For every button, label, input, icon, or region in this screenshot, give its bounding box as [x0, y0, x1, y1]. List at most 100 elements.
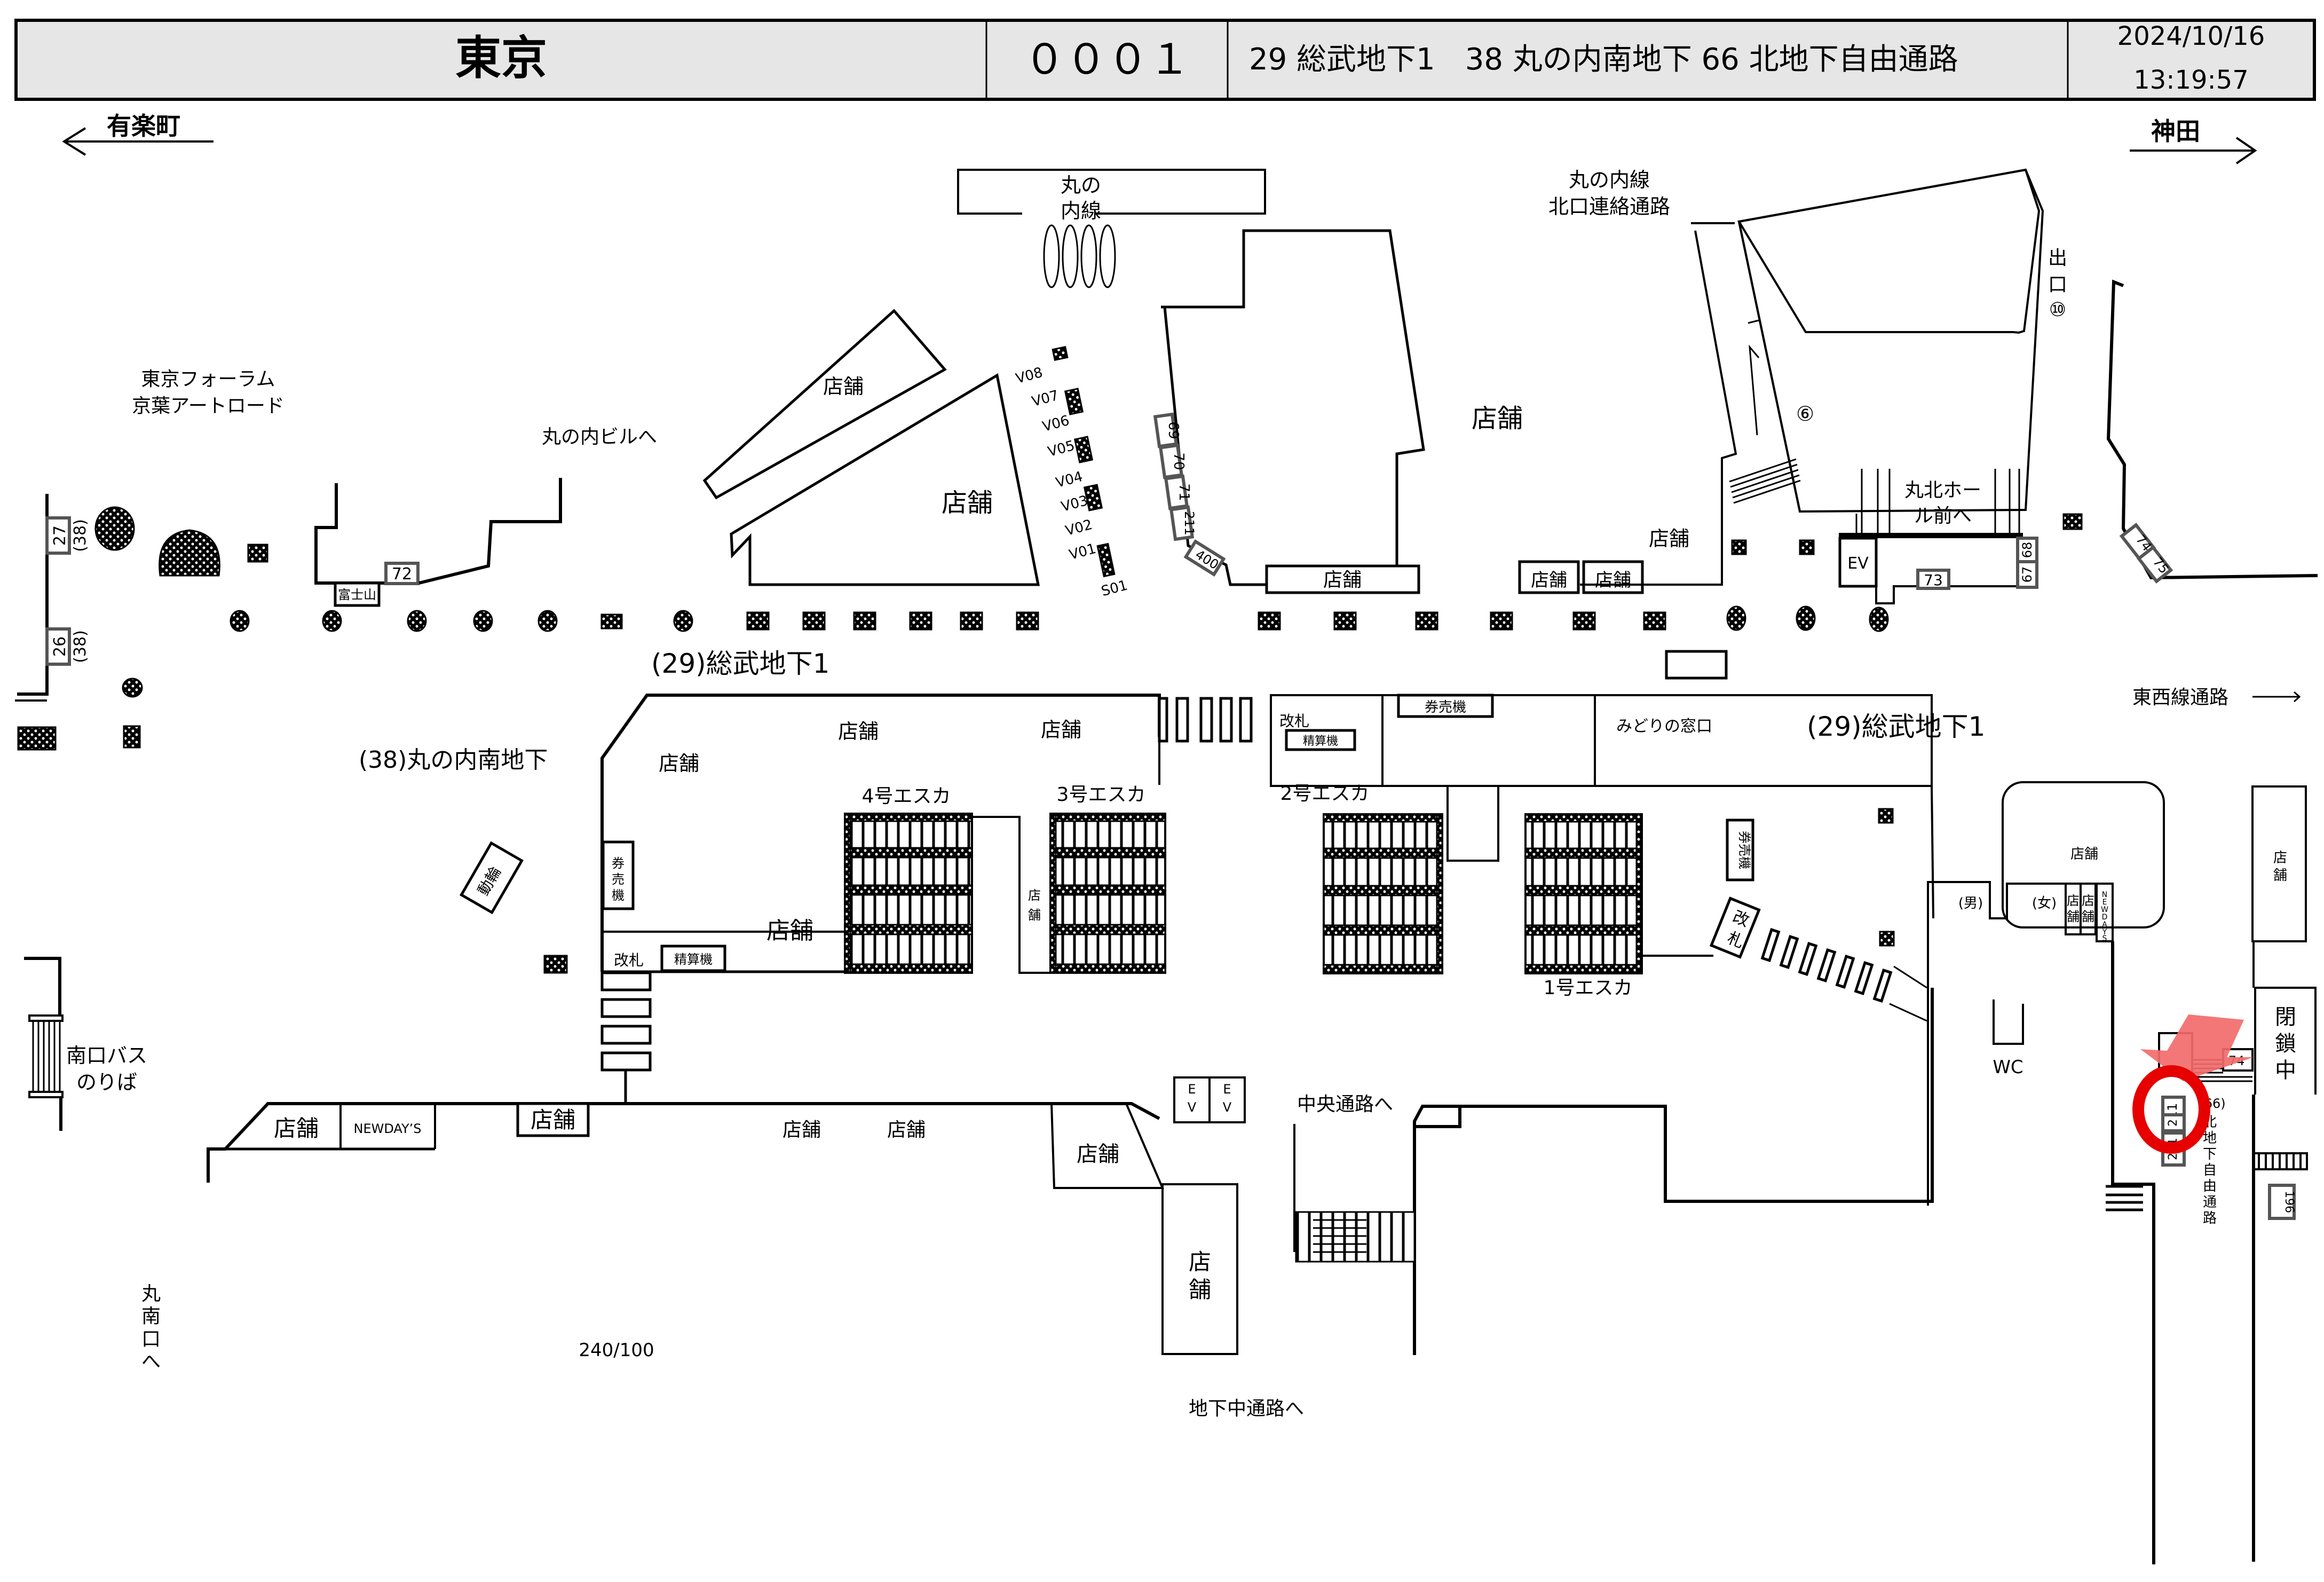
- ad-number-68: 68: [2020, 542, 2035, 558]
- stairs-south-free-passage: [2106, 1185, 2143, 1211]
- closed-label: 鎖: [2275, 1032, 2296, 1056]
- vending-label-v06: V06: [1041, 413, 1071, 435]
- shop-angled-1: [702, 309, 947, 500]
- ev-label: E: [1188, 1082, 1196, 1097]
- ticket-machine-label: 券売機: [1737, 831, 1752, 869]
- vending-label-v02: V02: [1064, 517, 1094, 539]
- shop-label: 舗: [2273, 868, 2287, 884]
- newdays-vertical-label: N E W D A Y S: [2101, 891, 2108, 943]
- newdays-letter: W: [2101, 906, 2108, 914]
- ad-numbers-angled: 69 70 71 211 400: [1153, 412, 1226, 577]
- fare-adjust-label: 精算機: [674, 952, 713, 967]
- vending-label-v07: V07: [1030, 388, 1061, 410]
- arrow-left-icon: [62, 127, 86, 156]
- exit-10-label-2: 口: [2048, 274, 2067, 296]
- fare-adjust-label: 精算機: [1303, 735, 1338, 748]
- maru-south-exit-label: 南: [141, 1305, 161, 1327]
- area-label-marunouchi-south: (38)丸の内南地下: [359, 746, 548, 774]
- central-passage-wall: [1413, 1105, 1461, 1355]
- shop-label: 舗: [2082, 909, 2094, 924]
- shop-label: 店: [2273, 850, 2287, 866]
- ad-number-26: 26: [51, 636, 69, 657]
- tozai-label: 東西線通路: [2132, 687, 2228, 709]
- ev-label: E: [1223, 1082, 1231, 1097]
- midori-window-label: みどりの窓口: [1616, 717, 1712, 736]
- round-pillar: [94, 506, 135, 551]
- escalator-4[interactable]: 4号エスカ: [844, 785, 973, 974]
- newdays-letter: Y: [2102, 928, 2107, 936]
- south-bus-stairs: 南口バス のりば: [24, 957, 147, 1131]
- gate-label: 改札: [614, 951, 644, 969]
- marunouchi-line-label-2: 内線: [1061, 199, 1101, 223]
- newdays-letter: E: [2102, 898, 2107, 907]
- newdays-letter: A: [2102, 920, 2107, 929]
- exit-10-label-3: ⑩: [2049, 299, 2066, 321]
- ad-number-70: 70: [1171, 452, 1187, 470]
- ad-number-38a: (38): [71, 519, 90, 552]
- vending-label-v01: V01: [1068, 541, 1098, 563]
- maru-south-exit-label: 口: [141, 1328, 161, 1350]
- wc-label: WC: [1993, 1057, 2023, 1078]
- marunouchi-line-platform: 丸の 内線: [957, 169, 1266, 288]
- escalator-4-label: 4号エスカ: [862, 785, 951, 807]
- direction-tozai: 東西線通路: [2132, 687, 2301, 709]
- wc-male-label: (男): [1958, 895, 1983, 911]
- escalator-3-label: 3号エスカ: [1057, 784, 1146, 806]
- ad-number-69: 69: [1165, 421, 1181, 439]
- ticket-gates-east[interactable]: 改 札: [1709, 896, 1927, 1022]
- shop-label: 店舗: [1531, 570, 1567, 591]
- tokyo-forum-label-2: 京葉アートロード: [132, 395, 284, 417]
- newdays-letter: N: [2102, 891, 2107, 899]
- vending-label-s01: S01: [1100, 577, 1129, 600]
- highlight-circle-icon: [2132, 1065, 2210, 1154]
- shop-label: 店舗: [2070, 846, 2098, 862]
- shop-label: 店: [2082, 893, 2094, 908]
- arrow-right-icon: [2293, 691, 2301, 703]
- area-label-sobu-1: (29)総武地下1: [651, 648, 829, 679]
- shop-label: 店: [1028, 888, 1041, 903]
- up-arrow-icon: [1749, 344, 1760, 436]
- escalator-3[interactable]: 3号エスカ: [1049, 784, 1166, 974]
- tokyo-forum-label-1: 東京フォーラム: [141, 368, 275, 390]
- shop-label: 店舗: [823, 375, 864, 398]
- arrow-right-icon: [2235, 137, 2257, 164]
- escalator-2[interactable]: [1323, 813, 1443, 974]
- shop-label: 店舗: [1041, 718, 1081, 742]
- shop-label: 店舗: [1649, 527, 1689, 550]
- shop-label: 店舗: [659, 752, 699, 775]
- station-code: ０００１: [1024, 36, 1190, 84]
- shop-label: 舗: [1189, 1277, 1211, 1303]
- header-bar: 東京 ０００１ 29 総武地下1 38 丸の内南地下 66 北地下自由通路 20…: [14, 19, 2316, 101]
- stairs-exit-6: [1729, 458, 1801, 504]
- gate-label: 改札: [1279, 712, 1309, 730]
- north-east-building: [1737, 168, 2041, 334]
- marunouchi-line-label-1: 丸の: [1061, 174, 1101, 197]
- area-list: 29 総武地下1 38 丸の内南地下 66 北地下自由通路: [1249, 42, 1958, 77]
- free-passage-label-char: 路: [2203, 1210, 2217, 1226]
- escalator-1[interactable]: 1号エスカ: [1524, 813, 1643, 999]
- ev-label: EV: [1847, 554, 1869, 573]
- escalator-2-label: 2号エスカ: [1280, 783, 1370, 805]
- shop-label: 店舗: [1472, 404, 1523, 434]
- shop-label: 店舗: [942, 488, 993, 518]
- fujisan-box: [334, 581, 381, 607]
- north-link-label-2: 北口連絡通路: [1548, 195, 1670, 218]
- shop-label: 店: [2067, 893, 2080, 908]
- shop-label: 店舗: [887, 1119, 926, 1141]
- fujisan-label: 富士山: [338, 587, 376, 602]
- scale-note: 240/100: [579, 1340, 654, 1361]
- shop-label: 舗: [2067, 909, 2080, 924]
- ticket-gates-west[interactable]: [600, 971, 652, 1104]
- ad-number-73: 73: [1924, 571, 1943, 589]
- south-bus-label-1: 南口バス: [66, 1044, 147, 1067]
- marukita-hall-label-1: 丸北ホー: [1904, 479, 1981, 501]
- shop-large-north: [1161, 229, 1425, 586]
- ad-number-211: 211: [1182, 511, 1197, 536]
- maru-south-exit-label: へ: [141, 1351, 161, 1373]
- shop-label: 店舗: [838, 720, 879, 743]
- escalator-1-label: 1号エスカ: [1544, 977, 1633, 999]
- station-name: 東京: [455, 32, 547, 85]
- ticket-gates-center[interactable]: [1158, 697, 1253, 743]
- ev-label: V: [1188, 1100, 1197, 1115]
- highlight-arrow-icon: [2140, 1014, 2254, 1081]
